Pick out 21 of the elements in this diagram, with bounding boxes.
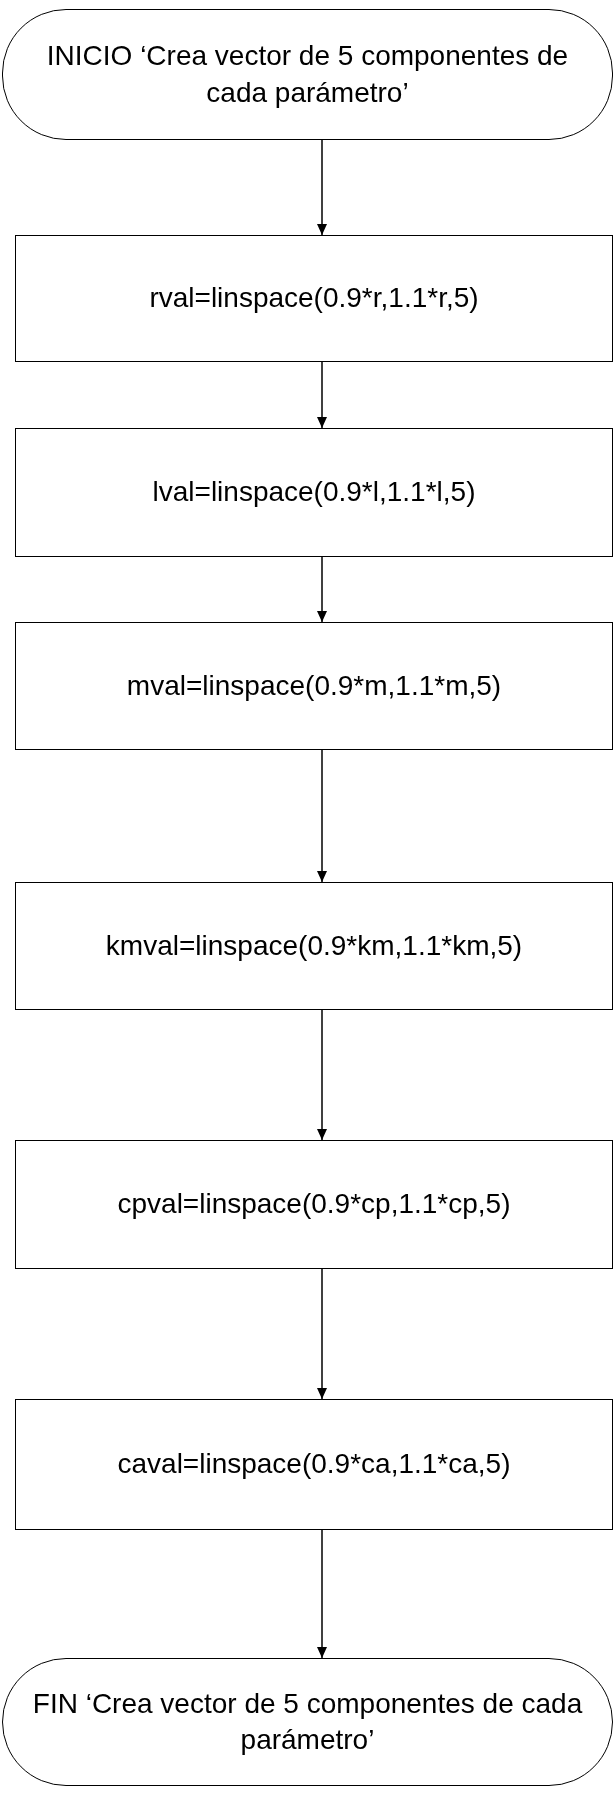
- process-box: [15, 235, 613, 362]
- node-text: lval=linspace(0.9*l,1.1*l,5): [152, 475, 476, 510]
- node-text: kmval=linspace(0.9*km,1.1*km,5): [105, 928, 523, 963]
- node-text: FIN ‘Crea vector de 5 componentes de cada parámetro’: [31, 1686, 584, 1757]
- process-box: [15, 622, 613, 750]
- node-text: INICIO ‘Crea vector de 5 componentes de cada parámetro’: [45, 39, 570, 110]
- node-text: caval=linspace(0.9*ca,1.1*ca,5): [117, 1447, 511, 1482]
- arrow: [317, 139, 327, 236]
- process-box: [15, 428, 613, 557]
- process-box: [15, 882, 613, 1010]
- arrow: [317, 749, 327, 883]
- process-box: [15, 1140, 613, 1269]
- process-box: [15, 1399, 613, 1530]
- node-text: cpval=linspace(0.9*cp,1.1*cp,5): [117, 1187, 511, 1222]
- arrow: [317, 361, 327, 429]
- node-text: mval=linspace(0.9*m,1.1*m,5): [126, 668, 502, 703]
- node-text: rval=linspace(0.9*r,1.1*r,5): [149, 281, 479, 316]
- arrow: [317, 1009, 327, 1141]
- arrow: [317, 1529, 327, 1659]
- arrow: [317, 1268, 327, 1400]
- arrow: [317, 556, 327, 623]
